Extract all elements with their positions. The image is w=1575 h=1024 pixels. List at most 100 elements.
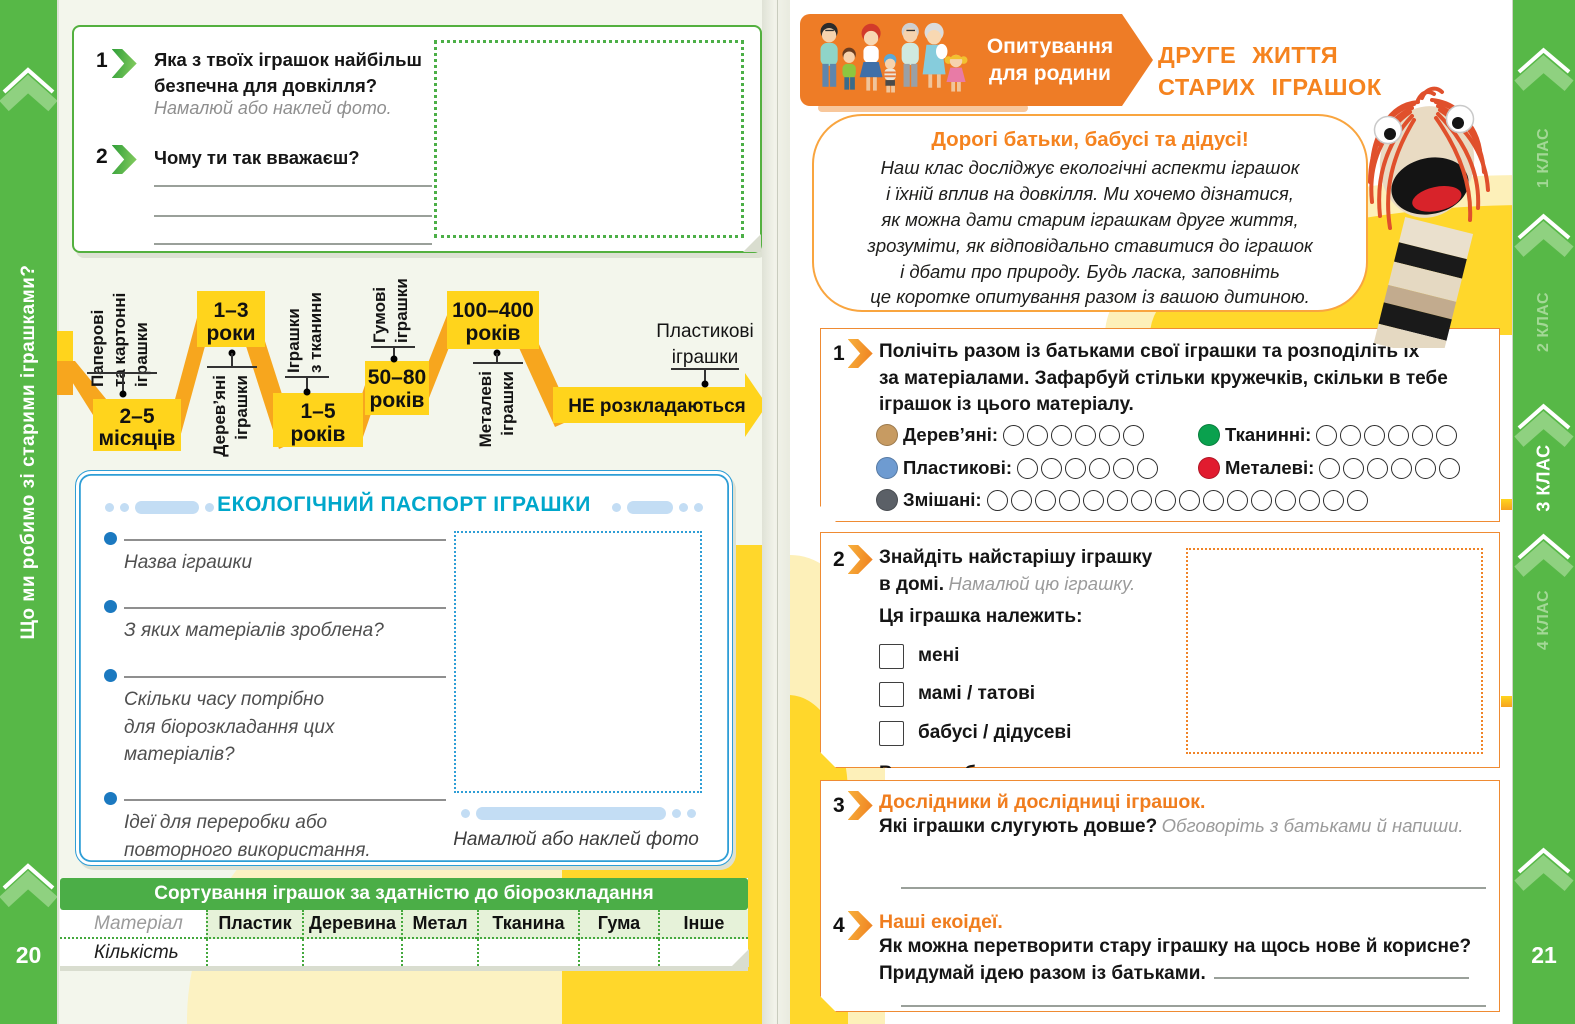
fill-circle[interactable] <box>1113 458 1134 479</box>
fill-circle[interactable] <box>1083 490 1104 511</box>
fill-circle[interactable] <box>1011 490 1032 511</box>
task-2-number: 2 <box>833 547 845 571</box>
checkbox-parents[interactable] <box>879 682 904 707</box>
passport-photo-area[interactable] <box>454 531 702 793</box>
fill-circle[interactable] <box>1343 458 1364 479</box>
fill-circle[interactable] <box>1275 490 1296 511</box>
tab-grade-1[interactable]: 1 КЛАС <box>1535 127 1552 189</box>
mixed-circles[interactable] <box>987 490 1371 511</box>
material-legend: Дерев’яні: Тканинні: Пластикові: <box>876 424 1491 511</box>
write-line[interactable] <box>124 539 446 541</box>
fill-circle[interactable] <box>1412 425 1433 446</box>
oldest-toy-drawing-area[interactable] <box>1186 548 1483 754</box>
chevron-up-icon <box>0 863 57 908</box>
fill-circle[interactable] <box>1155 490 1176 511</box>
fill-circle[interactable] <box>1347 490 1368 511</box>
page-gutter <box>762 0 790 1024</box>
bullet-icon <box>104 600 117 613</box>
family-illustration <box>820 22 968 93</box>
fill-circle[interactable] <box>1003 425 1024 446</box>
metal-circles[interactable] <box>1319 458 1463 479</box>
write-line[interactable] <box>124 676 446 678</box>
answer-line[interactable] <box>901 887 1486 889</box>
answer-line[interactable] <box>154 243 432 245</box>
chevron-right-icon <box>848 911 873 940</box>
mixed-color-dot <box>876 489 898 511</box>
fill-circle[interactable] <box>1439 458 1460 479</box>
fill-circle[interactable] <box>1388 425 1409 446</box>
task4-question: Як можна перетворити стару іграшку на що… <box>879 936 1472 957</box>
label-paper-toys: Паперові <box>88 310 107 387</box>
task-4-number: 4 <box>833 913 845 937</box>
idea-line[interactable] <box>1214 977 1469 979</box>
fill-circle[interactable] <box>1391 458 1412 479</box>
fill-circle[interactable] <box>1131 490 1152 511</box>
passport-photo-caption: Намалюй або наклей фото <box>453 829 699 850</box>
tab-grade-3-active[interactable]: 3 КЛАС <box>1533 444 1554 512</box>
fill-circle[interactable] <box>1137 458 1158 479</box>
quantity-cell[interactable] <box>578 939 658 966</box>
fill-circle[interactable] <box>1075 425 1096 446</box>
duration-fabric: 1–5 <box>300 400 335 423</box>
fill-circle[interactable] <box>1089 458 1110 479</box>
fill-circle[interactable] <box>1299 490 1320 511</box>
page-title: ДРУГЕ ЖИТТЯ СТАРИХ ІГРАШОК <box>1158 42 1382 100</box>
fabric-circles[interactable] <box>1316 425 1460 446</box>
fill-circle[interactable] <box>1017 458 1038 479</box>
fill-circle[interactable] <box>1251 490 1272 511</box>
duration-metal: 100–400 <box>452 299 534 322</box>
fill-circle[interactable] <box>1340 425 1361 446</box>
answer-line[interactable] <box>154 185 432 187</box>
answer-line[interactable] <box>901 1005 1486 1007</box>
task3-question: Які іграшки слугують довше? <box>879 816 1158 837</box>
task3-hint: Обговоріть з батьками й напиши. <box>1161 815 1464 836</box>
fill-circle[interactable] <box>1027 425 1048 446</box>
fill-circle[interactable] <box>1319 458 1340 479</box>
fill-circle[interactable] <box>1107 490 1128 511</box>
fill-circle[interactable] <box>1123 425 1144 446</box>
right-page: Опитування для родини ДРУГЕ ЖИТТЯ СТАРИХ… <box>790 0 1512 1024</box>
fill-circle[interactable] <box>1059 490 1080 511</box>
svg-text:іграшки: іграшки <box>672 347 738 368</box>
fill-circle[interactable] <box>987 490 1008 511</box>
write-line[interactable] <box>124 607 446 609</box>
legend-mixed: Змішані: <box>876 489 1491 511</box>
answer-line[interactable] <box>154 215 432 217</box>
task3-4-box: 3 Дослідники й дослідниці іграшок. Які і… <box>820 780 1500 1012</box>
quantity-cell[interactable] <box>658 939 748 966</box>
photo-drop-area[interactable] <box>434 40 744 238</box>
quantity-cell[interactable] <box>477 939 578 966</box>
write-line[interactable] <box>124 799 446 801</box>
fill-circle[interactable] <box>1035 490 1056 511</box>
fabric-color-dot <box>1198 424 1220 446</box>
col-header-material: Матеріал <box>60 910 206 939</box>
fill-circle[interactable] <box>1099 425 1120 446</box>
decor-dots-left <box>102 499 217 517</box>
fill-circle[interactable] <box>1227 490 1248 511</box>
checkbox-mine[interactable] <box>879 644 904 669</box>
made-of-line[interactable] <box>1043 777 1179 779</box>
bullet-icon <box>104 532 117 545</box>
fill-circle[interactable] <box>1436 425 1457 446</box>
checkbox-grandparents[interactable] <box>879 721 904 746</box>
quantity-cell[interactable] <box>206 939 302 966</box>
quantity-cell[interactable] <box>401 939 477 966</box>
fill-circle[interactable] <box>1203 490 1224 511</box>
tab-grade-4[interactable]: 4 КЛАС <box>1535 589 1552 651</box>
fill-circle[interactable] <box>1367 458 1388 479</box>
fill-circle[interactable] <box>1041 458 1062 479</box>
quantity-cell[interactable] <box>302 939 401 966</box>
plastic-circles[interactable] <box>1017 458 1161 479</box>
fill-circle[interactable] <box>1323 490 1344 511</box>
fill-circle[interactable] <box>1364 425 1385 446</box>
fill-circle[interactable] <box>1065 458 1086 479</box>
duration-wood: 1–3 <box>213 299 248 322</box>
wooden-circles[interactable] <box>1003 425 1147 446</box>
fill-circle[interactable] <box>1051 425 1072 446</box>
letter-heading: Дорогі батьки, бабусі та дідусі! <box>931 128 1249 151</box>
fill-circle[interactable] <box>1415 458 1436 479</box>
intro-questions-box: 1 Яка з твоїх іграшок найбільш безпечна … <box>72 25 762 253</box>
fill-circle[interactable] <box>1179 490 1200 511</box>
fill-circle[interactable] <box>1316 425 1337 446</box>
tab-grade-2[interactable]: 2 КЛАС <box>1535 291 1552 353</box>
